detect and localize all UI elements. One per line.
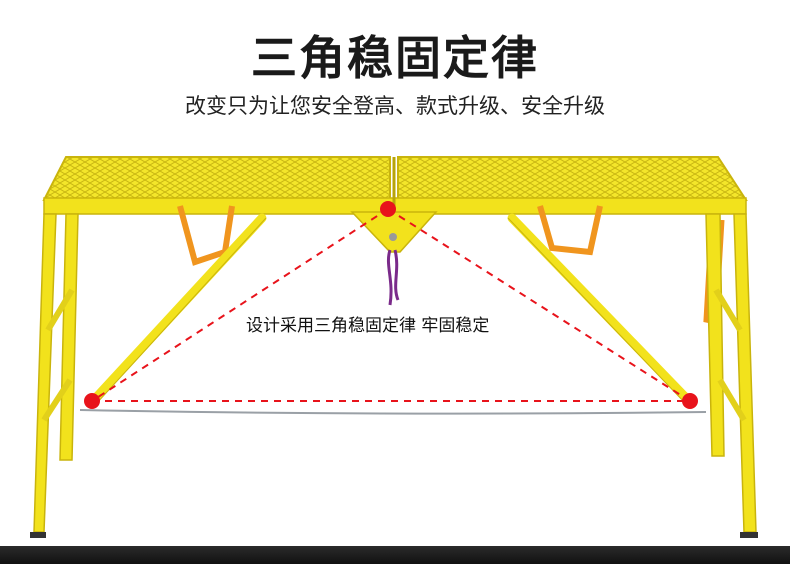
strap-purple [386,249,400,306]
triangle-annotation: 设计采用三角稳固定律 牢固稳定 [246,316,490,336]
legs [30,213,758,538]
marker-right-dot [682,393,698,409]
page-subtitle: 改变只为让您安全登高、款式升级、安全升级 [185,94,605,118]
handle-strap-right [537,205,603,256]
brace-edges [95,217,687,405]
platform [42,156,748,215]
hinge-bolt-icon [389,233,397,241]
center-hinge-plate [350,211,438,253]
handle-strap-left [177,205,235,266]
page-title: 三角稳固定律 [251,31,539,85]
marker-left-dot [84,393,100,409]
tension-wire [79,409,707,415]
diagonal-braces [87,213,695,407]
stability-triangle [91,208,691,402]
leg-rungs [41,288,747,422]
bottom-bar [0,546,790,564]
marker-top-dot [380,201,396,217]
